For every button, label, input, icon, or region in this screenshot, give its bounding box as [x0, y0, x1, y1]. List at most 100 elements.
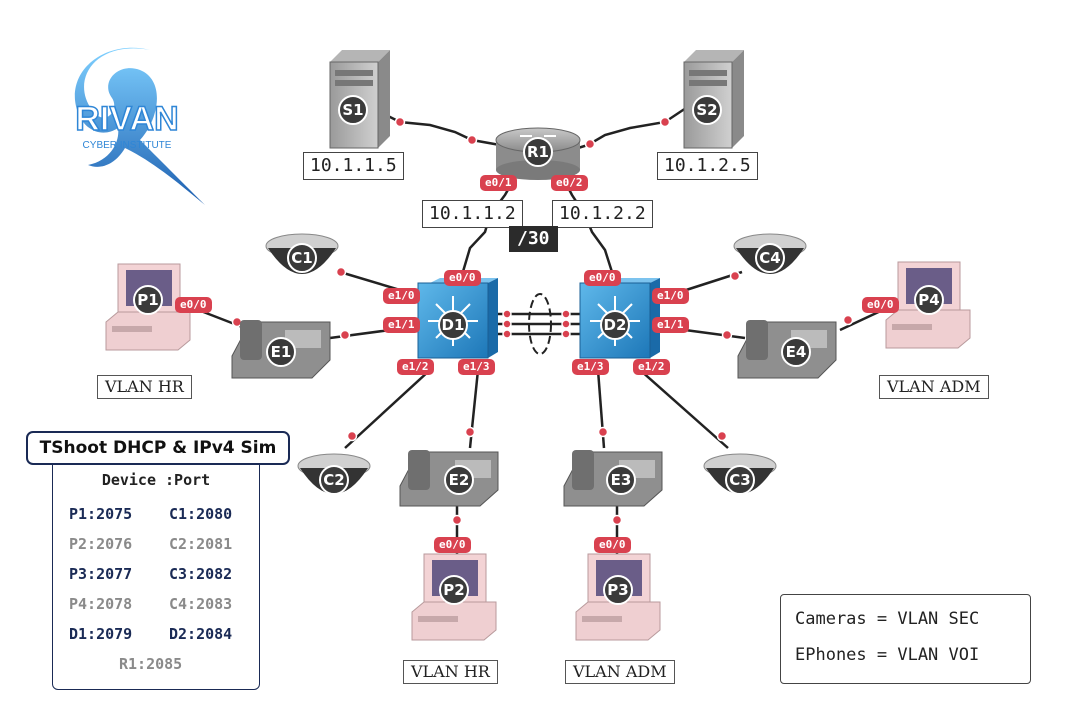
link-dot: [561, 309, 571, 319]
s1-ip-label: 10.1.1.5: [303, 152, 404, 180]
port-tag-d2-e00: e0/0: [584, 270, 621, 286]
port-tag-d2-e12: e1/2: [633, 359, 670, 375]
table-cell: C3:2082: [169, 565, 233, 583]
node-label-e4: E4: [786, 343, 807, 361]
link-d1-c2: [344, 369, 431, 449]
ephone-e1: E1: [231, 320, 331, 379]
node-label-c3: C3: [729, 471, 750, 489]
node-label-p2: P2: [443, 581, 464, 599]
subnet-mask-badge: /30: [509, 226, 558, 252]
vlan-label-p1: VLAN HR: [97, 375, 192, 399]
port-tag-p3-e00: e0/0: [594, 537, 631, 553]
logo-subtitle: CYBER INSTITUTE: [83, 140, 172, 151]
node-label-e2: E2: [449, 471, 470, 489]
link-dot: [716, 430, 728, 442]
ephone-e4: E4: [737, 320, 837, 379]
link-dot: [464, 426, 476, 438]
node-label-s1: S1: [342, 101, 363, 119]
pc-p3: P3: [575, 553, 661, 641]
switch-d2: D2: [579, 278, 660, 359]
pc-p4: P4: [885, 261, 971, 349]
node-label-p3: P3: [607, 581, 628, 599]
link-dot: [729, 270, 741, 282]
camera-c2: C2: [297, 453, 371, 495]
link-dot: [394, 116, 406, 128]
port-tag-d2-e11: e1/1: [652, 317, 689, 333]
node-label-c1: C1: [291, 249, 312, 267]
link-dot: [346, 430, 358, 442]
port-tag-d1-e12: e1/2: [397, 359, 434, 375]
camera-c4: C4: [733, 233, 807, 274]
node-label-p1: P1: [137, 291, 158, 309]
port-tag-d2-e10: e1/0: [652, 288, 689, 304]
link-dot: [451, 514, 463, 526]
link-dot: [502, 319, 512, 329]
table-cell: P1:2075: [69, 505, 133, 523]
legend-ephones: EPhones = VLAN VOI: [795, 645, 980, 665]
port-channel-ellipse: [528, 293, 552, 355]
table-cell: P4:2078: [69, 595, 133, 613]
r1-d1-link-label: 10.1.1.2: [422, 200, 523, 228]
port-tag-d2-e13: e1/3: [572, 359, 609, 375]
camera-c1: C1: [265, 233, 339, 274]
link-dot: [721, 329, 733, 341]
table-footer: R1:2085: [119, 655, 183, 673]
router-r1: R1: [495, 127, 581, 180]
link-dot: [335, 266, 347, 278]
table-cell: P3:2077: [69, 565, 133, 583]
node-label-c4: C4: [759, 249, 780, 267]
table-cell: C2:2081: [169, 535, 233, 553]
link-dot: [842, 314, 854, 326]
link-dot: [561, 329, 571, 339]
port-tag-d1-e13: e1/3: [458, 359, 495, 375]
pc-p2: P2: [411, 553, 497, 641]
logo-title: RIVAN: [75, 100, 178, 138]
table-title: TShoot DHCP & IPv4 Sim: [26, 431, 290, 465]
table-cell: P2:2076: [69, 535, 133, 553]
port-tag-r1-e01: e0/1: [480, 175, 517, 191]
link-dot: [502, 309, 512, 319]
server-s2: S2: [683, 50, 744, 149]
node-label-c2: C2: [323, 471, 344, 489]
link-dot: [339, 329, 351, 341]
port-tag-d1-e00: e0/0: [444, 270, 481, 286]
link-s1-r1: [375, 108, 501, 147]
pc-p1: P1: [105, 263, 191, 351]
node-label-d2: D2: [604, 316, 627, 334]
port-tag-p4-e00: e0/0: [862, 297, 899, 313]
server-icon: [330, 50, 390, 62]
server-s1: S1: [329, 50, 390, 149]
link-dots: [231, 116, 854, 526]
vlan-label-p2: VLAN HR: [403, 660, 498, 684]
table-cell: D2:2084: [169, 625, 233, 643]
vlan-label-p4: VLAN ADM: [879, 375, 989, 399]
table-cell: C1:2080: [169, 505, 233, 523]
node-label-p4: P4: [918, 291, 939, 309]
vlan-label-p3: VLAN ADM: [565, 660, 675, 684]
table-header: Device :Port: [101, 471, 211, 489]
port-tag-p1-e00: e0/0: [175, 297, 212, 313]
vlan-legend: Cameras = VLAN SEC EPhones = VLAN VOI: [780, 594, 1031, 684]
rivan-logo: RIVAN CYBER INSTITUTE: [74, 47, 205, 205]
node-label-e1: E1: [271, 343, 292, 361]
port-tag-p2-e00: e0/0: [434, 537, 471, 553]
table-cell: D1:2079: [69, 625, 133, 643]
node-label-s2: S2: [696, 101, 717, 119]
r1-d2-link-label: 10.1.2.2: [552, 200, 653, 228]
port-tag-d1-e10: e1/0: [383, 288, 420, 304]
link-dot: [597, 426, 609, 438]
link-dot: [466, 134, 478, 146]
switch-d1: D1: [417, 278, 498, 359]
node-label-r1: R1: [527, 143, 549, 161]
server-icon: [684, 50, 744, 62]
ephone-e2: E2: [399, 450, 499, 507]
dragon-emblem-icon: [74, 47, 205, 205]
link-d2-c3: [639, 369, 729, 449]
port-tag-d1-e11: e1/1: [383, 317, 420, 333]
link-dot: [659, 116, 671, 128]
link-dot: [584, 138, 596, 150]
camera-c3: C3: [703, 453, 777, 495]
legend-cameras: Cameras = VLAN SEC: [795, 609, 980, 629]
table-cell: C4:2083: [169, 595, 233, 613]
